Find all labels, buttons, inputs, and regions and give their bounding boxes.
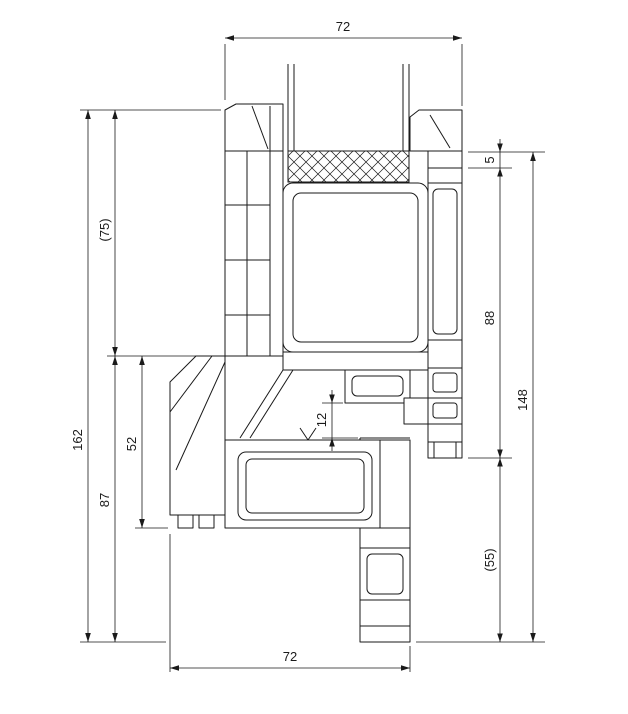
dim-right-total: 148 bbox=[515, 152, 536, 642]
sash-bottom-band bbox=[282, 351, 429, 371]
extension-chamber bbox=[366, 553, 404, 595]
dim-top-width: 72 bbox=[224, 19, 463, 106]
interlock-piece bbox=[344, 369, 411, 404]
glazing-packer-hatch bbox=[287, 150, 410, 183]
frame-foot bbox=[177, 514, 194, 529]
dim-right-mid: 88 bbox=[482, 168, 503, 458]
sash-left-block bbox=[224, 103, 284, 357]
bottom-chamber-outer bbox=[237, 451, 373, 521]
dim-left-mid: 52 bbox=[124, 356, 145, 528]
dim-inner-gap: 12 bbox=[314, 390, 358, 451]
dimension-annotations: 72 72 162 (75) bbox=[70, 19, 545, 672]
dim-label-right-total: 148 bbox=[515, 389, 530, 411]
dim-left-total: 162 bbox=[70, 110, 91, 642]
right-column-chamber bbox=[432, 188, 458, 335]
dim-left-upper: (75) bbox=[97, 110, 118, 356]
sash-top-right-block bbox=[409, 109, 463, 152]
dim-right-lower: (55) bbox=[482, 458, 503, 642]
dim-label-inner-gap: 12 bbox=[314, 413, 329, 427]
frame-bottom-section bbox=[224, 437, 411, 529]
glazing-chamber bbox=[282, 182, 429, 353]
frame-left-section bbox=[169, 355, 226, 529]
frame-foot bbox=[198, 514, 215, 529]
dim-label-left-mid: 52 bbox=[124, 437, 139, 451]
drainage-diagonals bbox=[239, 369, 317, 441]
dim-right-step: 5 bbox=[482, 139, 503, 168]
dim-label-left-lower: 87 bbox=[97, 493, 112, 507]
right-extension-lines bbox=[416, 151, 545, 643]
frame-right-extension bbox=[359, 527, 411, 643]
right-mullion-column bbox=[403, 150, 463, 459]
left-extension-lines bbox=[80, 109, 221, 643]
dim-label-left-upper: (75) bbox=[97, 218, 112, 241]
dim-label-top-width: 72 bbox=[336, 19, 350, 34]
profile-geometry bbox=[169, 64, 463, 643]
glass-pane-lines bbox=[287, 64, 410, 151]
dim-left-lower: 87 bbox=[97, 356, 118, 642]
dim-label-right-mid: 88 bbox=[482, 311, 497, 325]
interlock-tab bbox=[403, 397, 429, 425]
dim-label-right-step: 5 bbox=[482, 156, 497, 163]
dim-bottom-width: 72 bbox=[169, 534, 411, 672]
bottom-chamber-inner bbox=[245, 458, 365, 514]
dim-label-bottom-width: 72 bbox=[283, 649, 297, 664]
dim-label-left-total: 162 bbox=[70, 429, 85, 451]
dim-label-right-lower: (55) bbox=[482, 548, 497, 571]
